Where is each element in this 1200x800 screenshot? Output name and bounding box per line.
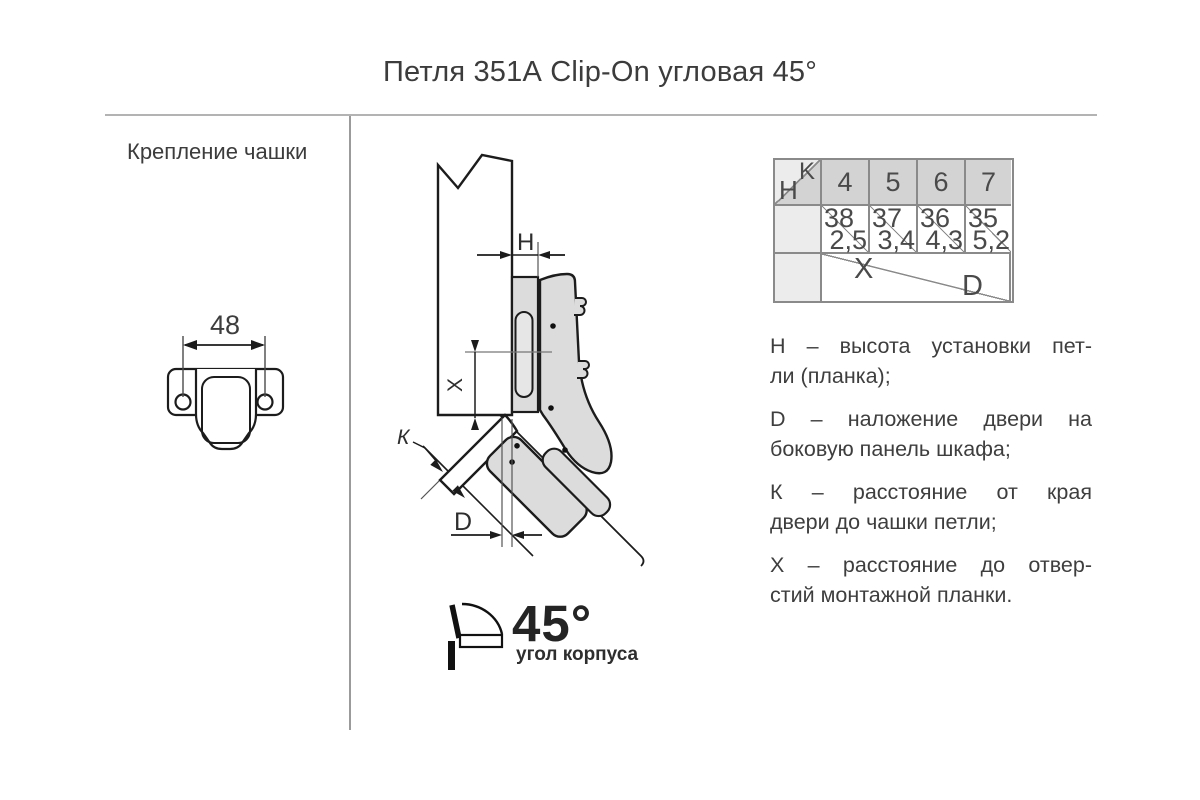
- corner-h-label: H: [779, 175, 798, 205]
- icon-door-line: [449, 604, 462, 639]
- horizontal-divider: [105, 114, 1097, 116]
- table-value-cell: 38 2,5: [822, 203, 870, 255]
- d-value: 2,5: [829, 225, 867, 255]
- table-value-cell: 37 3,4: [870, 203, 918, 255]
- door-panel: [438, 413, 519, 496]
- page-title: Петля 351А Clip-On угловая 45°: [382, 56, 818, 88]
- arm-dot-2: [548, 405, 554, 411]
- dim-d: D: [451, 418, 542, 547]
- legend: H – высота установки пет- ли (планка); D…: [770, 331, 1092, 623]
- legend-d-line2: боковую панель шкафа;: [770, 437, 1011, 461]
- hinge-drawing: H X К D: [397, 153, 645, 670]
- legend-h-line2: ли (планка);: [770, 364, 891, 388]
- legend-d-line1: D – наложение двери на: [770, 407, 1092, 431]
- svg-text:D: D: [454, 508, 472, 536]
- table-value-cell: 35 5,2: [966, 203, 1011, 255]
- plate-cup-inner: [201, 376, 251, 444]
- table-col-header: 5: [870, 160, 918, 206]
- footer-d-label: D: [962, 270, 983, 302]
- table-footer-cell: X D: [822, 253, 1011, 302]
- plate-cup-outline: [194, 369, 258, 451]
- cabinet-side-panel: [436, 153, 514, 417]
- legend-k-line1: К – расстояние от края: [770, 480, 1092, 504]
- dim-k: К: [397, 426, 465, 498]
- arrow-right: [251, 340, 265, 350]
- dim-x: X: [444, 340, 479, 430]
- table-side-cell: [775, 206, 822, 254]
- vertical-divider: [349, 116, 351, 730]
- door-trajectory-line: [497, 412, 645, 567]
- table-col-header: 4: [822, 160, 870, 206]
- legend-item-h: H – высота установки пет- ли (планка);: [770, 331, 1092, 391]
- table-side-cell: [775, 254, 822, 301]
- x-value: 38: [824, 203, 855, 233]
- table-corner-cell: K H: [775, 158, 822, 206]
- x-value: 37: [872, 203, 903, 233]
- arm-clip-bottom: [577, 360, 590, 379]
- dim-48: [182, 336, 266, 397]
- x-value: 35: [968, 203, 999, 233]
- corner-k-label: K: [798, 158, 815, 185]
- arrow-left: [183, 340, 197, 350]
- plate-dimension-value: 48: [210, 310, 240, 340]
- table-col-header: 7: [966, 160, 1011, 206]
- angle-value: 45°: [512, 595, 593, 652]
- plate-slot: [514, 311, 534, 398]
- door-end-projection-line: [422, 445, 534, 557]
- d-value: 5,2: [972, 225, 1010, 255]
- icon-side-bar: [448, 641, 455, 670]
- parameters-table: K H 4 5 6 7 38 2,5 37 3,4 36 4,3 35 5,2 …: [773, 158, 1014, 303]
- arm-dot-3: [562, 447, 568, 453]
- legend-x-line1: X – расстояние до отвер-: [770, 553, 1092, 577]
- footer-x-label: X: [854, 253, 874, 285]
- legend-item-x: X – расстояние до отвер- стий монтажной …: [770, 550, 1092, 610]
- svg-text:H: H: [517, 229, 534, 256]
- angle-caption: угол корпуса: [516, 644, 639, 665]
- legend-x-line2: стий монтажной планки.: [770, 583, 1013, 607]
- icon-panel-rect: [458, 633, 504, 649]
- x-value: 36: [920, 203, 951, 233]
- table-value-cell: 36 4,3: [918, 203, 966, 255]
- arm-clip-top: [574, 297, 587, 316]
- legend-k-line2: двери до чашки петли;: [770, 510, 997, 534]
- icon-arc: [461, 602, 504, 635]
- legend-h-line1: H – высота установки пет-: [770, 334, 1092, 358]
- hinge-cup-strip: [541, 447, 612, 518]
- table-col-header: 6: [918, 160, 966, 206]
- svg-text:К: К: [397, 426, 411, 449]
- d-value: 3,4: [877, 225, 915, 255]
- legend-item-k: К – расстояние от края двери до чашки пе…: [770, 477, 1092, 537]
- cup-mounting-heading: Крепление чашки: [127, 139, 308, 164]
- svg-text:X: X: [444, 378, 467, 392]
- dim-h: H: [477, 229, 565, 277]
- arm-dot-1: [550, 323, 556, 329]
- legend-item-d: D – наложение двери на боковую панель шк…: [770, 404, 1092, 464]
- angle-45-icon: [448, 602, 504, 670]
- d-value: 4,3: [925, 225, 963, 255]
- mounting-plate-diagram: 48: [166, 310, 285, 451]
